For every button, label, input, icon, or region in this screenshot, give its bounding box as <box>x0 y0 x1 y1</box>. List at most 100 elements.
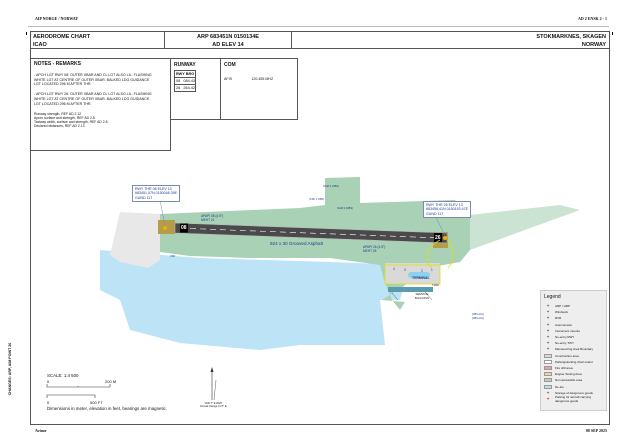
notes-heading: NOTES - REMARKS <box>34 61 81 67</box>
rwy: 08 <box>174 77 184 85</box>
margin-mark <box>26 32 27 35</box>
ref: Declared distances, REF AD 2.13 <box>34 123 85 128</box>
legend-item: ✦No-entry TWY <box>544 340 603 346</box>
legend-swatch: ✦ <box>546 309 550 315</box>
runway-heading: RUNWAY <box>174 62 196 68</box>
leader-service <box>391 292 399 301</box>
margin-mark <box>612 32 613 35</box>
legend-item: ✦ Anemometer <box>544 322 603 328</box>
terminal-label: TERMINAL <box>412 276 430 280</box>
legend-label: Parking for aircraft carrying dangerous … <box>555 394 592 403</box>
legend-label: Non accessible area <box>555 378 583 383</box>
papi-line: APAPI 08 (4.5°) <box>201 214 224 218</box>
com-box: COM AFIS 120.455 MHZ <box>220 58 298 120</box>
location: STOKMARKNES, SKAGEN <box>536 34 606 40</box>
thr08-marker <box>163 226 167 230</box>
legend-swatch: ✦ <box>546 334 550 340</box>
scale-ft1: 500 FT <box>90 400 103 405</box>
legend-swatch <box>544 384 552 389</box>
callout-line: GUND 117 <box>426 211 444 216</box>
footer-right: 08 SEP 2025 <box>585 428 607 433</box>
legend-item: ✦Manoeuvring Area Boundary <box>544 346 603 352</box>
stand-label: 2 <box>421 269 423 273</box>
legend-swatch <box>544 359 552 364</box>
rwy26-number: 26 <box>435 234 441 241</box>
stand-label: 3 <box>404 268 406 272</box>
vdf-label: VDF <box>170 255 176 258</box>
legend-label: Windsock <box>555 310 569 315</box>
legend-item: ✦ Parking for aircraft carrying dangerous… <box>544 394 603 403</box>
stand-label: 4 <box>393 267 395 271</box>
legend-swatch: ✦ <box>546 315 550 321</box>
legend-item: ✦ RVR <box>544 315 603 321</box>
obs-label: (OBS AGL) <box>472 313 484 316</box>
legend-item: Fire drill area <box>544 365 603 371</box>
com-freq: 120.455 MHZ <box>251 77 274 81</box>
legend-label: Fire drill area <box>555 365 573 370</box>
papi08-label: APAPI 08 (4.5°)MEHT 21 <box>201 214 223 222</box>
callout-leader <box>434 214 446 237</box>
papi-line: MEHT 21 <box>201 218 215 222</box>
legend-title: Legend <box>544 294 561 300</box>
note: - APCH LGT RWY 08: OUTER XBAR AND CL LGT… <box>34 72 152 87</box>
legend: Legend ✦ ARP / HRP ✦ Windsock ✦ RVR ✦ Anemomete… <box>540 290 607 411</box>
header-left: AIP NORGE / NORWAY <box>35 16 79 21</box>
legend-swatch: ✦ <box>546 303 550 309</box>
scale-ft0: 0 <box>47 400 50 405</box>
legend-item: Parking/docking chart extent <box>544 359 603 365</box>
ad-elev: AD ELEV 14 <box>212 42 244 48</box>
country: NORWAY <box>581 42 606 48</box>
legend-swatch <box>544 378 552 383</box>
terminal-building <box>388 287 433 292</box>
rwy: 26 <box>176 86 181 90</box>
legend-swatch: ✦ <box>546 346 550 352</box>
legend-label: RVR <box>555 316 562 321</box>
scale-m1: 200 M <box>105 379 117 384</box>
annual-change: Annual change 0.27° E <box>200 405 227 408</box>
arp-coords: ARP 683451N 0150134E <box>197 34 259 40</box>
ref: Apron surface and strength, REF AD 2.8 <box>34 115 95 120</box>
papi-line: APAPI 26 (4.5°) <box>363 245 386 249</box>
scale-bars <box>46 384 111 398</box>
legend-swatch: ✦ <box>546 395 550 401</box>
callout-line: GUND 117 <box>135 195 153 200</box>
dimensions-note: Dimensions in meter, elevation in feet, … <box>47 406 168 411</box>
callout-line: RWY THR 26 ELEV 13 <box>426 203 463 207</box>
arp-cell: ARP 683451N 0150134E AD ELEV 14 <box>165 31 292 49</box>
land-west <box>110 212 160 268</box>
location-cell: STOKMARKNES, SKAGEN NORWAY <box>292 31 610 49</box>
legend-item: ✦No-entry RWY <box>544 334 603 340</box>
legend-item: ✦ ARP / HRP <box>544 303 603 309</box>
footer-left: Avinor <box>35 428 47 433</box>
legend-label: De-Ice <box>555 384 564 389</box>
legend-item: ✦Instrument mounts <box>544 328 603 334</box>
chart-icao: ICAO <box>33 42 47 48</box>
runway-surface: 924 x 30 Grooved Asphalt <box>270 241 323 246</box>
papi-line: MEHT 25 <box>363 249 377 253</box>
legend-swatch: ✦ <box>546 321 550 327</box>
runway-centerline <box>189 228 436 239</box>
de-ice-area <box>408 272 430 278</box>
col-header: RWY BRG <box>174 70 196 78</box>
legend-label: Parking/docking chart extent <box>555 359 593 364</box>
chart-frame <box>30 31 610 425</box>
legend-label: Construction area <box>555 353 579 358</box>
obs-label: SGM 4 (OBS) <box>323 185 339 188</box>
legend-label: ARP / HRP <box>555 304 570 309</box>
note: - APCH LGT RWY 26: OUTER XBAR AND CL LGT… <box>34 92 152 106</box>
legend-item: De-Ice <box>544 383 603 389</box>
legend-item: Engine Testing Area <box>544 371 603 377</box>
legend-label: Anemometer <box>555 322 573 327</box>
obs-label: (OBS AGL) <box>472 317 484 320</box>
magnetic-variation: VAR 7° E 2020 <box>204 402 222 405</box>
legend-swatch <box>544 365 552 370</box>
thr26-marker <box>443 236 447 240</box>
callout-line: 683458.41N 0150153.47E <box>426 207 468 212</box>
scale-label: SCALE: 1:4 500 <box>47 373 79 378</box>
obs-label: SGM 3 (OBS) <box>337 207 353 210</box>
brg: 084.43 <box>183 77 196 85</box>
